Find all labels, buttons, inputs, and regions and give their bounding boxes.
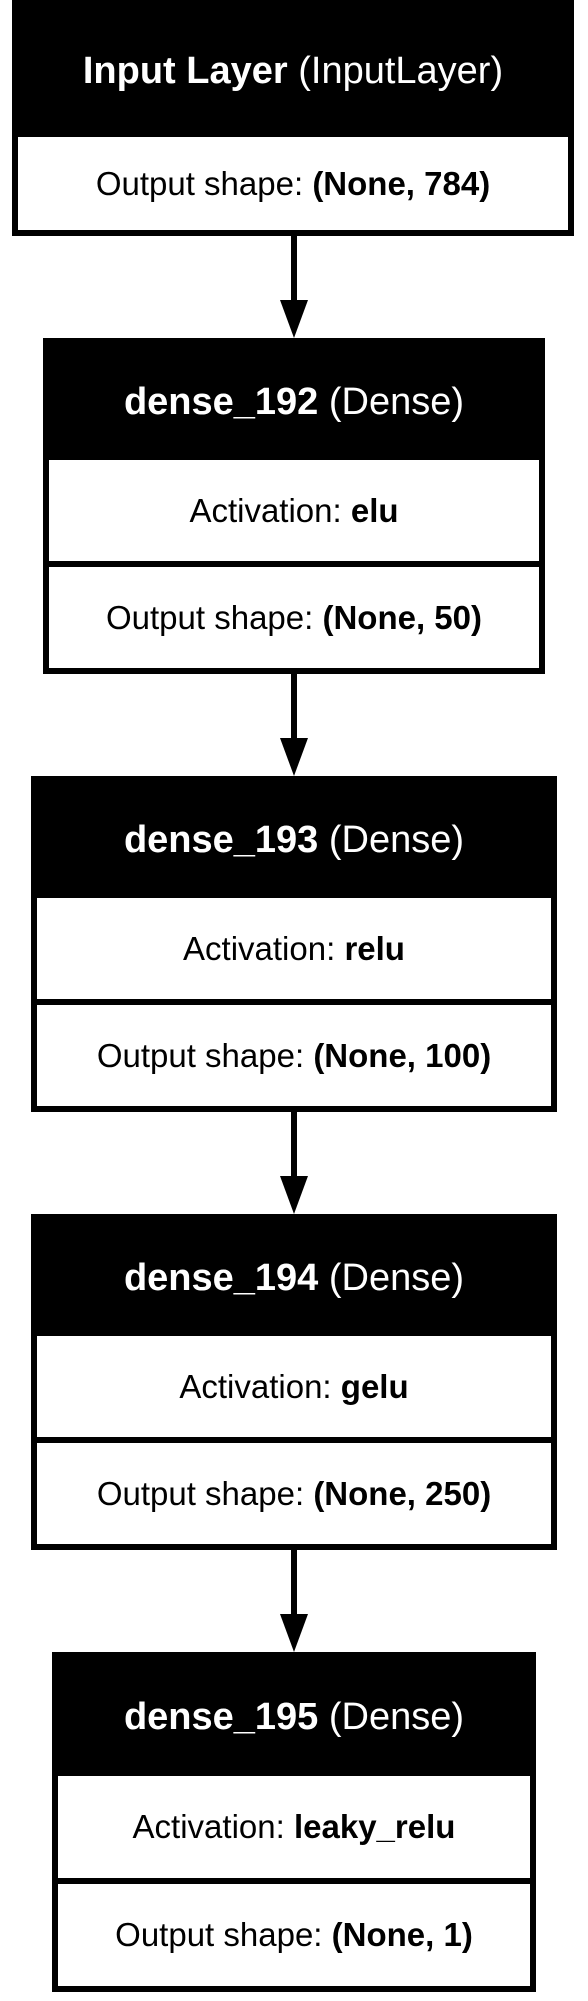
output-shape-row: Output shape: (None, 784) bbox=[18, 137, 568, 230]
output-shape-value: (None, 1) bbox=[331, 1916, 473, 1953]
layer-node-input: Input Layer (InputLayer) Output shape: (… bbox=[12, 0, 574, 236]
layer-name: dense_192 bbox=[123, 380, 319, 423]
layer-name: dense_193 bbox=[123, 818, 319, 861]
layer-header: Input Layer (InputLayer) bbox=[18, 6, 568, 137]
layer-type: (InputLayer) bbox=[298, 50, 504, 92]
output-shape-value: (None, 250) bbox=[313, 1474, 492, 1512]
layer-type: (Dense) bbox=[328, 1695, 465, 1738]
activation-label: Activation: bbox=[132, 1808, 285, 1845]
activation-value: leaky_relu bbox=[293, 1808, 456, 1845]
layer-name: dense_195 bbox=[123, 1695, 319, 1738]
edge-dense-192-to-dense-193 bbox=[280, 674, 308, 776]
layer-header: dense_192 (Dense) bbox=[49, 344, 539, 460]
layer-node-dense-192: dense_192 (Dense) Activation: elu Output… bbox=[43, 338, 545, 674]
layer-type: (Dense) bbox=[328, 818, 465, 861]
activation-label: Activation: bbox=[179, 1367, 332, 1405]
edge-dense-193-to-dense-194 bbox=[280, 1112, 308, 1214]
activation-value: gelu bbox=[340, 1367, 409, 1405]
activation-value: relu bbox=[344, 929, 405, 967]
output-shape-label: Output shape: bbox=[105, 598, 314, 636]
output-shape-row: Output shape: (None, 250) bbox=[37, 1437, 551, 1544]
output-shape-label: Output shape: bbox=[96, 1474, 305, 1512]
layer-node-dense-195: dense_195 (Dense) Activation: leaky_relu… bbox=[52, 1652, 536, 1992]
output-shape-value: (None, 50) bbox=[322, 598, 483, 636]
layer-node-dense-194: dense_194 (Dense) Activation: gelu Outpu… bbox=[31, 1214, 557, 1550]
activation-row: Activation: relu bbox=[37, 898, 551, 999]
layer-header: dense_194 (Dense) bbox=[37, 1220, 551, 1336]
activation-label: Activation: bbox=[183, 929, 336, 967]
edge-dense-194-to-dense-195 bbox=[280, 1550, 308, 1652]
layer-node-dense-193: dense_193 (Dense) Activation: relu Outpu… bbox=[31, 776, 557, 1112]
activation-row: Activation: elu bbox=[49, 460, 539, 561]
edge-input-to-dense-192 bbox=[280, 236, 308, 338]
output-shape-row: Output shape: (None, 100) bbox=[37, 999, 551, 1106]
output-shape-label: Output shape: bbox=[115, 1916, 323, 1953]
activation-value: elu bbox=[350, 491, 399, 529]
output-shape-label: Output shape: bbox=[95, 164, 304, 202]
activation-row: Activation: gelu bbox=[37, 1336, 551, 1437]
output-shape-row: Output shape: (None, 1) bbox=[58, 1878, 530, 1986]
activation-label: Activation: bbox=[189, 491, 342, 529]
layer-name: dense_194 bbox=[123, 1256, 319, 1299]
output-shape-row: Output shape: (None, 50) bbox=[49, 561, 539, 668]
activation-row: Activation: leaky_relu bbox=[58, 1776, 530, 1878]
layer-type: (Dense) bbox=[328, 380, 465, 423]
layer-type: (Dense) bbox=[328, 1256, 465, 1299]
layer-header: dense_193 (Dense) bbox=[37, 782, 551, 898]
output-shape-label: Output shape: bbox=[96, 1036, 305, 1074]
output-shape-value: (None, 784) bbox=[312, 164, 491, 202]
layer-name: Input Layer bbox=[82, 50, 288, 92]
output-shape-value: (None, 100) bbox=[313, 1036, 492, 1074]
layer-header: dense_195 (Dense) bbox=[58, 1658, 530, 1776]
